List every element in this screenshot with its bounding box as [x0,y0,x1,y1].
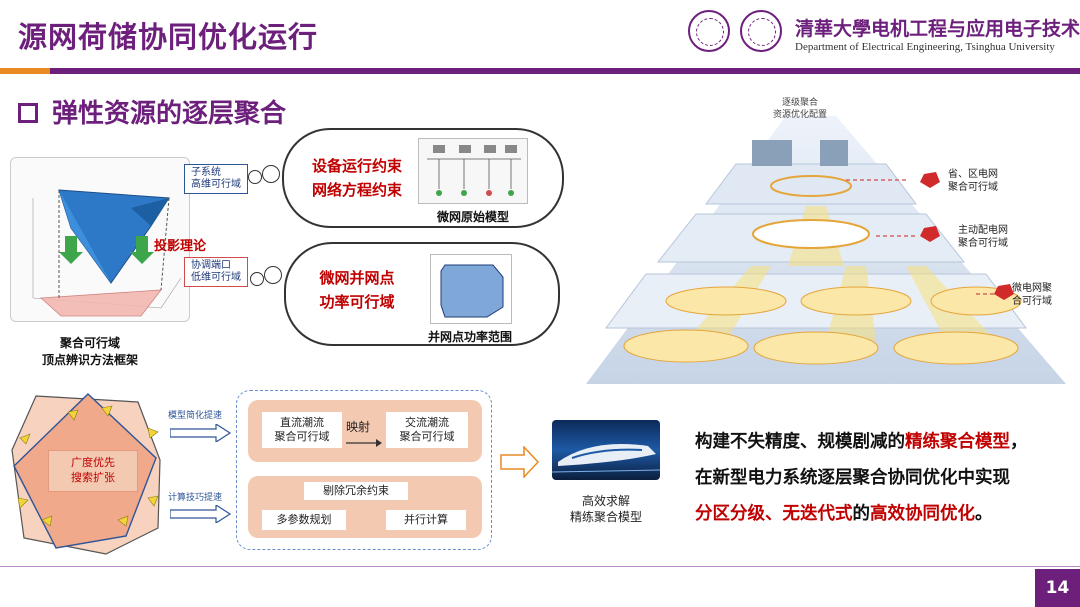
university-name-en: Department of Electrical Engineering, Ts… [795,41,1055,53]
conclusion-line-2: 在新型电力系统逐层聚合协同优化中实现 [695,468,1010,488]
microgrid-label: 微电网聚 合可行域 [1012,283,1052,307]
dc-flow-box: 直流潮流 聚合可行域 [262,412,342,448]
bfs-label-box [48,450,138,492]
polytope-3d-icon [32,189,182,317]
ac-flow-box: 交流潮流 聚合可行域 [386,412,468,448]
department-seal-icon [740,10,782,52]
acceleration-method-box [236,390,492,550]
cloud-bubble-mid-2 [264,266,282,284]
mapping-label: 映射 [346,420,371,434]
tsinghua-seal-icon [688,10,730,52]
left-caption-2: 顶点辨识方法框架 [41,353,138,367]
result-arrow-icon [500,445,540,482]
cloud-top-caption: 微网原始模型 [436,210,509,224]
conclusion-line-3: 分区分级、无迭代式的高效协同优化。 [695,504,993,524]
pcc-power-region-plot [430,254,512,324]
low-dim-tag: 协调端口 低维可行域 [184,257,248,287]
cloud-bottom-caption: 并网点功率范围 [427,330,512,344]
conclusion-line-1: 构建不失精度、规模剧减的精练聚合模型， [695,432,1028,452]
header-accent-bar [0,68,50,74]
pyramid-top-2: 资源优化配置 [772,110,827,120]
cloud-top-line1: 设备运行约束 [311,157,402,175]
left-caption-1: 聚合可行域 [59,336,120,350]
train-caption-2: 精练聚合模型 [569,510,642,524]
mapping-arrow-icon [346,432,382,451]
bfs-label-1: 广度优先 [71,456,115,469]
right-arrow-icon-2 [169,503,232,527]
footer-rule [0,566,1080,567]
cloud-bottom-line2: 功率可行域 [319,293,395,311]
cloud-bubble-small [248,170,262,184]
aggregation-pyramid [576,96,1076,396]
cloud-bubble-mid [262,165,280,183]
university-name-cn: 清華大學电机工程与应用电子技术系 [795,18,1080,40]
multi-param-box: 多参数规划 [262,510,346,530]
cloud-bottom-line1: 微网并网点 [319,269,395,287]
parallel-compute-box: 并行计算 [386,510,466,530]
pyramid-top-1: 逐级聚合 [781,98,818,108]
arrow-compute-label: 计算技巧提速 [168,493,223,503]
remove-redundant-box: 剔除冗余约束 [304,482,408,500]
distribution-grid-label: 主动配电网 聚合可行域 [958,225,1008,249]
right-arrow-icon [169,422,232,446]
microgrid-diagram [418,138,528,204]
cloud-top-line2: 网络方程约束 [311,181,402,199]
bfs-label-2: 搜索扩张 [71,471,115,484]
cloud-bottom [284,242,560,346]
slide-title: 源网荷储协同优化运行 [18,20,319,54]
header-rule [50,68,1080,74]
arrow-model-label: 模型简化提速 [168,411,223,421]
bullet-square-icon [18,103,38,123]
projection-label: 投影理论 [154,239,207,254]
page-number: 14 [1035,569,1080,607]
section-heading: 弹性资源的逐层聚合 [18,93,286,130]
feasible-region-3d-plot [10,157,190,322]
cloud-bubble-small-2 [250,272,264,286]
province-grid-label: 省、区电网 聚合可行域 [948,169,998,193]
high-speed-train-image [551,420,661,480]
train-caption-1: 高效求解 [581,494,630,508]
high-dim-tag: 子系统 高维可行域 [184,164,248,194]
